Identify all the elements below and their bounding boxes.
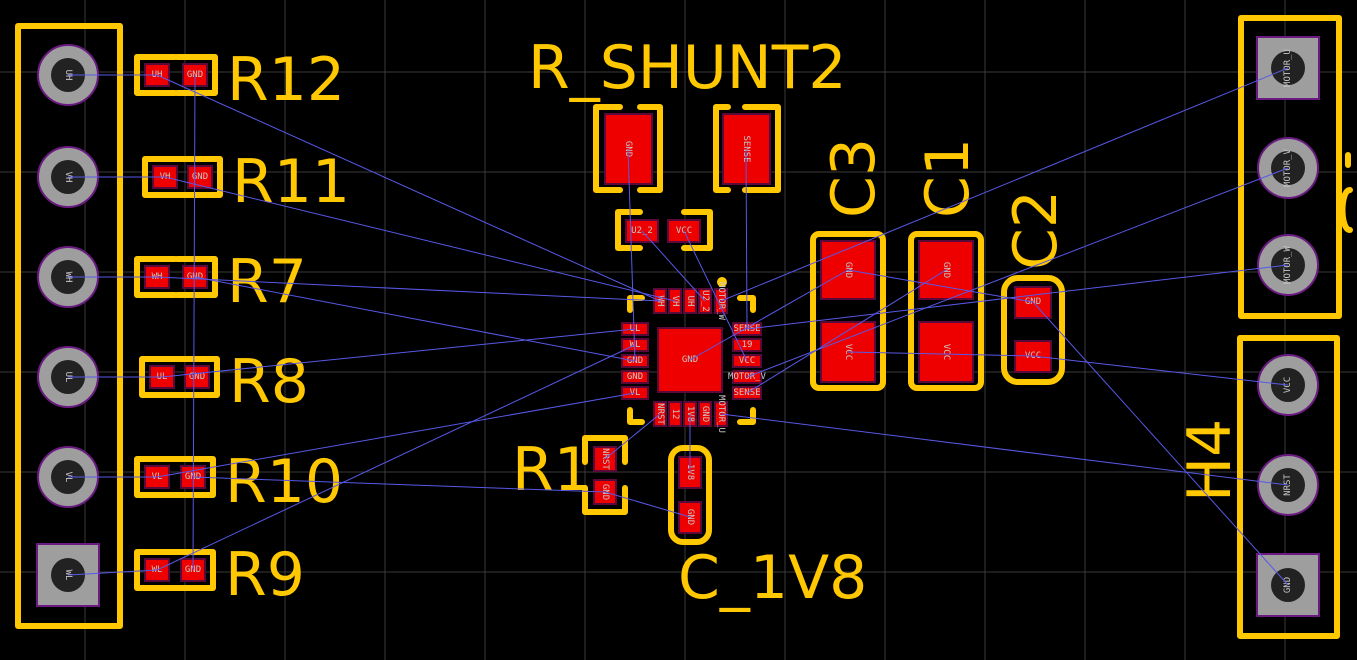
motor-header[interactable]: MOTOR_U MOTOR_V MOTOR_W bbox=[1238, 15, 1353, 319]
ratsnest-line bbox=[161, 328, 636, 378]
pad-label: VCC bbox=[941, 344, 951, 360]
pin-2[interactable]: MOTOR_W bbox=[1257, 234, 1319, 296]
pad-label: MOTOR_V bbox=[1283, 148, 1293, 187]
ratsnest-line bbox=[746, 264, 1289, 330]
pin-0[interactable]: UH bbox=[37, 44, 99, 106]
pad-label: GND bbox=[627, 372, 643, 382]
pad-label: 12 bbox=[670, 409, 680, 420]
ratsnest-line bbox=[192, 74, 196, 571]
ratsnest bbox=[67, 67, 1289, 586]
ratsnest-line bbox=[689, 269, 849, 361]
ratsnest-line bbox=[746, 167, 1289, 378]
r1-ref: R1 bbox=[512, 435, 592, 505]
ratsnest-line bbox=[683, 230, 748, 362]
ic-pin-left[interactable] bbox=[621, 370, 649, 384]
ratsnest-line bbox=[746, 269, 947, 394]
c-1v8[interactable]: C_1V8 1V8 GND bbox=[668, 445, 867, 613]
ratsnest-line bbox=[1032, 355, 1289, 386]
ratsnest-line bbox=[156, 74, 661, 302]
c2-ref: C2 bbox=[1001, 190, 1071, 270]
ratsnest-line bbox=[720, 67, 1289, 302]
ic-pin-bottom[interactable] bbox=[698, 401, 712, 427]
ratsnest-line bbox=[156, 392, 636, 478]
ratsnest-line bbox=[604, 491, 691, 518]
h4-ref: H4 bbox=[1175, 419, 1245, 502]
c1[interactable]: C1 GND VCC bbox=[908, 138, 984, 391]
pad-label: NRST bbox=[600, 448, 610, 470]
resistor-ref: R12 bbox=[227, 45, 345, 115]
ratsnest-line bbox=[847, 351, 1034, 357]
ratsnest-line bbox=[1032, 301, 1289, 586]
ratsnest-line bbox=[720, 413, 1289, 486]
ratsnest-line bbox=[847, 269, 1034, 303]
pad-vcc[interactable] bbox=[918, 321, 974, 383]
ratsnest-line bbox=[627, 148, 636, 362]
pin-0[interactable]: MOTOR_U bbox=[1256, 36, 1320, 100]
ratsnest-line bbox=[156, 276, 661, 302]
ic-pin-top[interactable] bbox=[683, 288, 697, 314]
u2-2-cap[interactable]: U2_2 VCC bbox=[615, 209, 713, 251]
ic-qfn[interactable]: GND WHNRSTVH12UH1V8U2_2GNDMOTOR_WMOTOR_U… bbox=[621, 277, 767, 433]
ic-pin-right[interactable] bbox=[732, 338, 762, 352]
c-1v8-ref: C_1V8 bbox=[678, 543, 867, 613]
pad-label: GND bbox=[189, 372, 205, 382]
ratsnest-line bbox=[745, 148, 748, 330]
c2[interactable]: C2 GND VCC bbox=[1001, 190, 1071, 385]
pin1-marker bbox=[717, 277, 727, 287]
resistor-ref: R11 bbox=[232, 147, 350, 217]
pad-label: UH bbox=[685, 296, 695, 307]
pad-label: GND bbox=[192, 172, 208, 182]
pad[interactable] bbox=[187, 165, 213, 189]
ratsnest-line bbox=[641, 230, 706, 302]
r-shunt2-ref: R_SHUNT2 bbox=[528, 33, 847, 103]
resistor-ref: R9 bbox=[225, 540, 305, 610]
c3-ref: C3 bbox=[819, 138, 889, 218]
c1-ref: C1 bbox=[913, 138, 983, 218]
ic-pin-bottom[interactable] bbox=[668, 401, 682, 427]
r1[interactable]: R1 NRST GND bbox=[512, 435, 628, 515]
ratsnest-line bbox=[604, 413, 661, 460]
resistor-ref: R8 bbox=[229, 347, 309, 417]
pad-label: MOTOR_W bbox=[1283, 245, 1293, 284]
ratsnest-line bbox=[164, 176, 676, 302]
c3[interactable]: C3 GND VCC bbox=[810, 138, 889, 391]
pad[interactable] bbox=[184, 365, 210, 389]
pad-label: MOTOR_W bbox=[716, 282, 726, 321]
ratsnest-line bbox=[67, 569, 158, 576]
pad-gnd[interactable] bbox=[678, 501, 702, 534]
ratsnest-line bbox=[194, 276, 636, 362]
ratsnest-line bbox=[156, 344, 636, 571]
pad-label: GND bbox=[700, 406, 710, 422]
ratsnest-line bbox=[192, 476, 606, 493]
pad-label: 19 bbox=[742, 340, 753, 350]
r-shunt2[interactable]: R_SHUNT2 GND SENSE bbox=[528, 33, 847, 193]
